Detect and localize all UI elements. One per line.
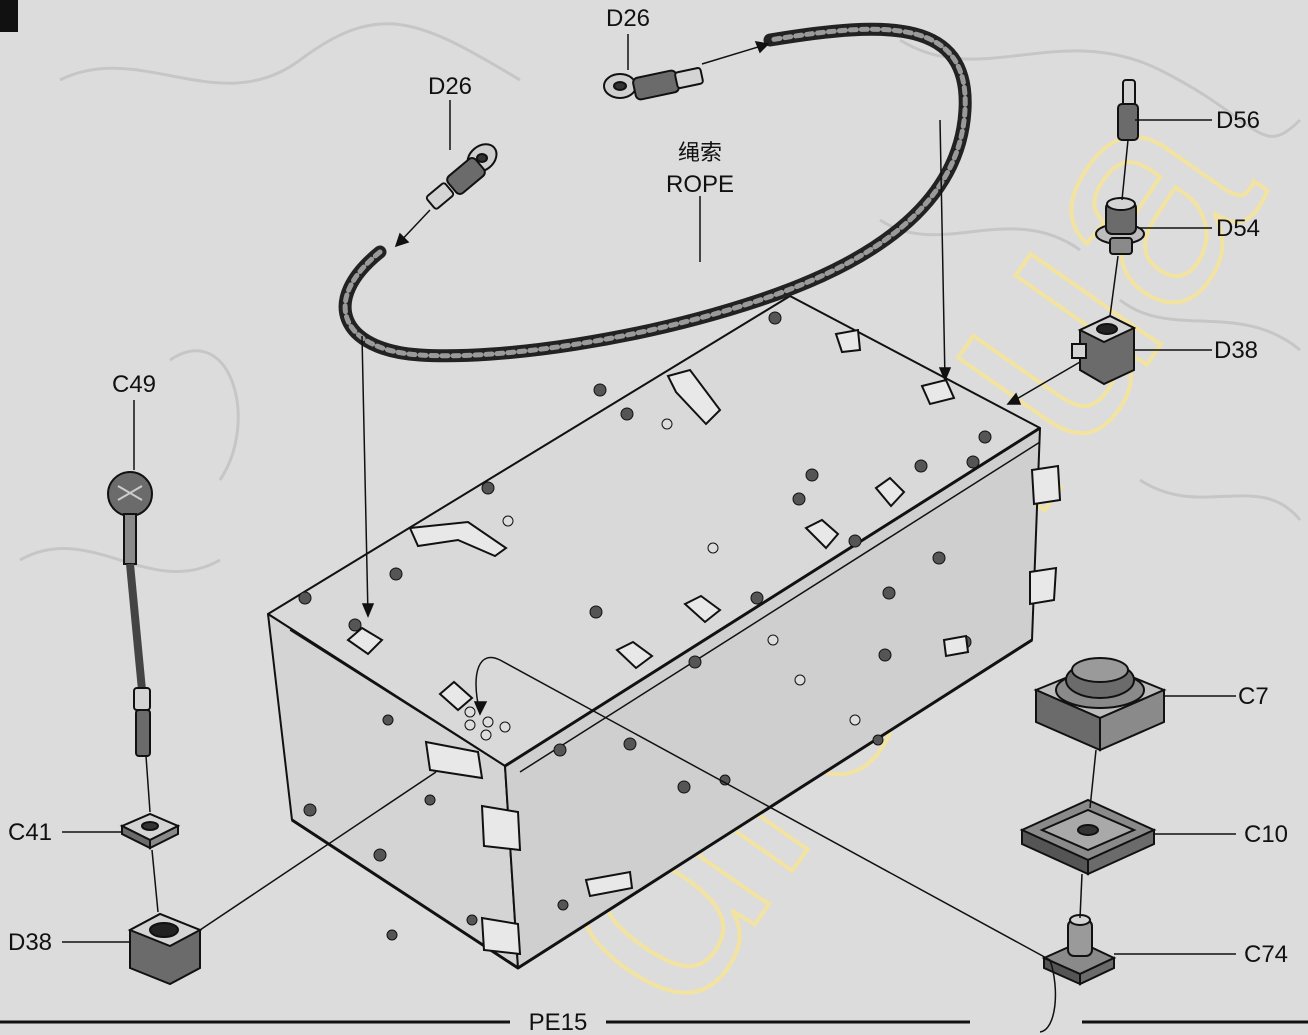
corner-mark [0,0,18,32]
background-ghost-sketch [19,22,1302,573]
label-d38-left: D38 [8,929,52,956]
label-d56: D56 [1216,107,1260,134]
label-c41: C41 [8,819,52,846]
leader-lines [62,34,1236,1033]
d38-right-part [1071,314,1137,386]
c41-part [119,812,181,850]
label-d54: D54 [1216,215,1260,242]
label-c74: C74 [1244,941,1288,968]
d26-left-terminal [425,143,498,210]
label-section-pe15: PE15 [529,1009,588,1035]
box-bolts [298,311,992,941]
label-c10: C10 [1244,821,1288,848]
label-c7: C7 [1238,683,1269,710]
c49-part [107,471,153,757]
main-box [267,295,1041,970]
box-brackets [346,328,1062,956]
rope [338,22,972,363]
c10-part [1019,798,1157,876]
label-d26-left: D26 [428,73,472,100]
d26-top-terminal [603,67,704,101]
d54-part [1095,197,1145,255]
label-d38-right: D38 [1214,337,1258,364]
d38-left-part [127,912,203,986]
d56-part [1117,79,1139,141]
part-labels: D26 D26 绳索 ROPE D56 D54 D38 C49 C41 D38 … [8,5,1288,1035]
label-c49: C49 [112,371,156,398]
c74-part [1041,914,1117,986]
label-rope-cn: 绳索 [678,141,722,166]
label-rope-en: ROPE [666,171,734,198]
label-d26-top: D26 [606,5,650,32]
c7-part [1033,657,1167,752]
